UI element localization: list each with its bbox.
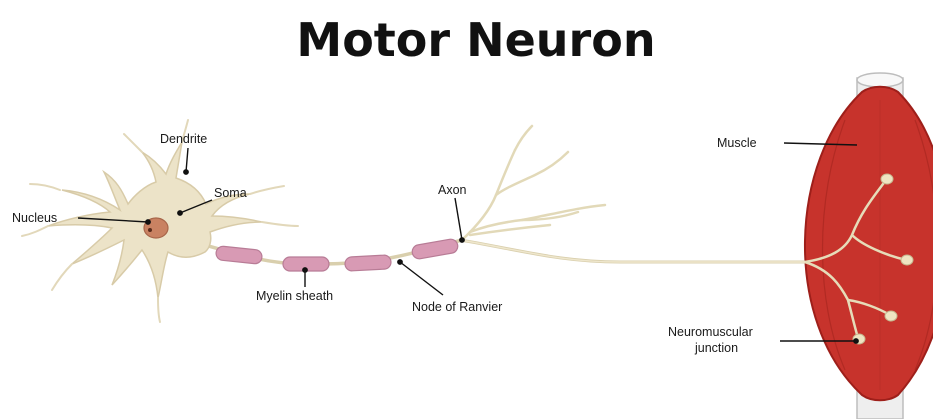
- label-dendrite: Dendrite: [160, 132, 207, 146]
- nucleolus: [148, 228, 152, 232]
- endplate: [881, 174, 893, 184]
- myelin-segment: [411, 238, 459, 260]
- tendon-top-cap: [857, 73, 903, 87]
- label-junction: junction: [694, 341, 738, 355]
- muscle-belly: [805, 87, 933, 401]
- label-soma: Soma: [214, 186, 247, 200]
- leader-axon: [455, 198, 462, 240]
- label-nucleus: Nucleus: [12, 211, 57, 225]
- axon-to-muscle: [460, 240, 805, 262]
- endplate: [901, 255, 913, 265]
- diagram-title: Motor Neuron: [296, 13, 655, 67]
- leader-node: [400, 262, 443, 295]
- leader-dendrite: [186, 148, 188, 172]
- axon-terminal-branches: [462, 126, 605, 240]
- label-myelin-sheath: Myelin sheath: [256, 289, 333, 303]
- label-axon: Axon: [438, 183, 467, 197]
- endplate: [885, 311, 897, 321]
- label-neuromuscular: Neuromuscular: [668, 325, 753, 339]
- label-node-of-ranvier: Node of Ranvier: [412, 300, 502, 314]
- label-muscle: Muscle: [717, 136, 757, 150]
- myelin-sheaths: [215, 238, 458, 271]
- myelin-segment: [215, 246, 262, 265]
- myelin-segment: [345, 255, 392, 271]
